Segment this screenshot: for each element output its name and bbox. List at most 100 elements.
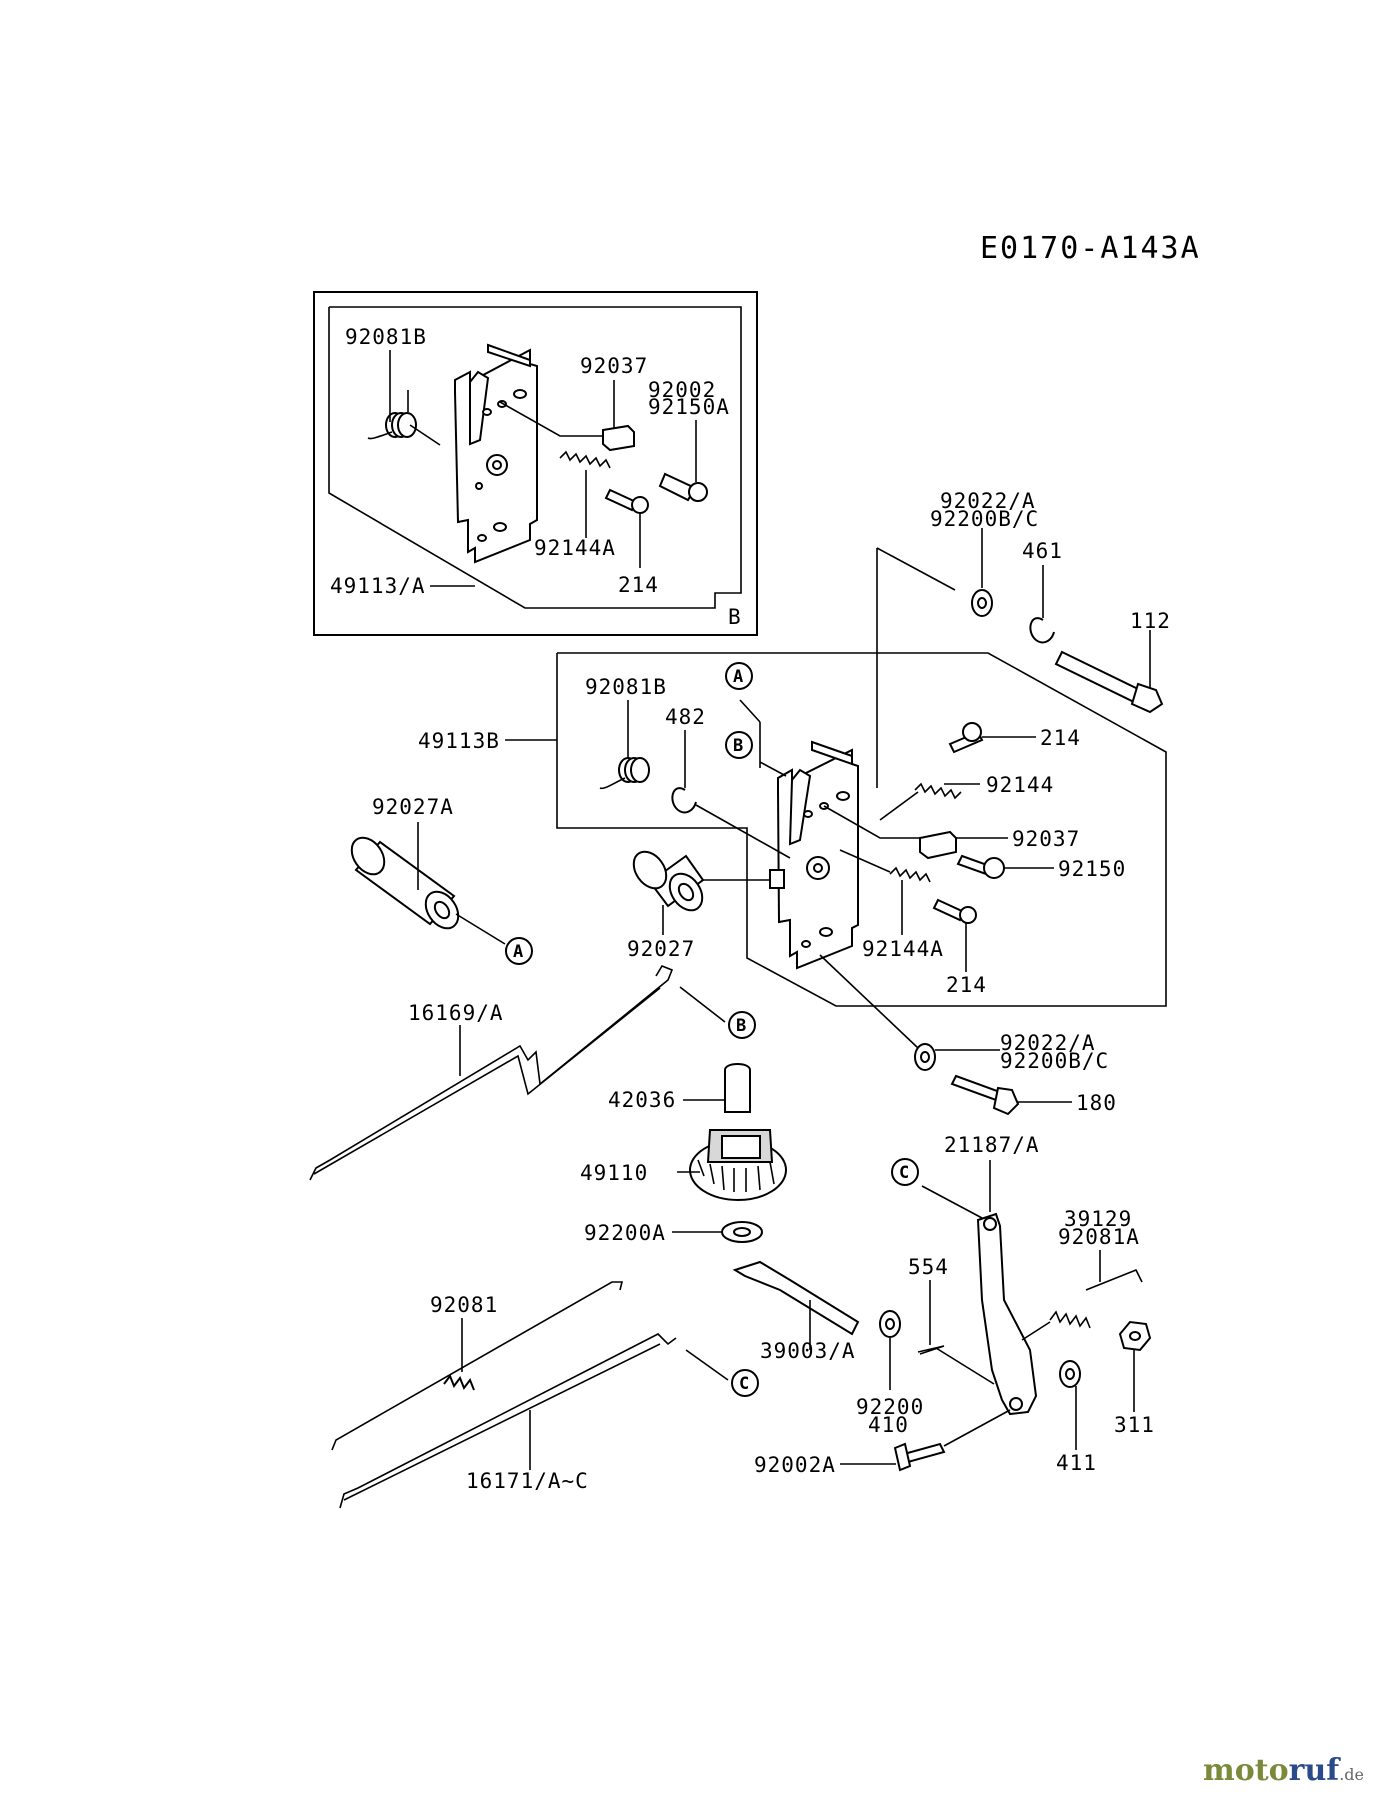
- leader-callout-a2: [739, 699, 761, 723]
- label-482: 482: [665, 705, 706, 729]
- svg-text:C: C: [899, 1163, 909, 1183]
- screw-214-low: [932, 898, 977, 972]
- washer-411: [1059, 1360, 1081, 1450]
- label-92027A: 92027A: [372, 795, 454, 819]
- inset-bolt-92150A: [658, 420, 708, 502]
- label-92081: 92081: [430, 1293, 498, 1317]
- svg-text:A: A: [733, 667, 743, 687]
- callout-a-lower: A: [505, 937, 533, 965]
- label-92081B-top: 92081B: [345, 325, 427, 349]
- pipe-92027A: [350, 822, 506, 945]
- svg-text:A: A: [513, 942, 523, 962]
- washer-92022A-top: [971, 528, 993, 617]
- callout-c-upper: C: [891, 1158, 919, 1186]
- rod-92081: [331, 1281, 624, 1451]
- label-16171: 16171/A~C: [466, 1469, 589, 1493]
- svg-text:C: C: [739, 1374, 749, 1394]
- inset-spring-92081B: [367, 350, 441, 446]
- pipe-92027: [632, 850, 770, 935]
- inset-box-tag: B: [728, 605, 742, 629]
- label-92037-top: 92037: [580, 354, 648, 378]
- leader-callout-b: [759, 761, 787, 777]
- label-554: 554: [908, 1255, 949, 1279]
- washer-92022A-low: [819, 954, 1000, 1071]
- spring-39129: [1021, 1250, 1143, 1341]
- label-42036: 42036: [608, 1088, 676, 1112]
- watermark-logo: motoruf.de: [1203, 1753, 1364, 1788]
- label-92037-mid: 92037: [1012, 827, 1080, 851]
- spring-92144A-mid: [839, 849, 931, 935]
- inset-box-b: [313, 291, 758, 636]
- bracket-92037-mid: [823, 805, 1008, 860]
- washer-92200-410: [879, 1310, 901, 1390]
- axis-line-washer: [876, 547, 956, 591]
- label-92150: 92150: [1058, 857, 1126, 881]
- label-92081A: 92081A: [1058, 1225, 1140, 1249]
- callout-b-lower: B: [728, 1011, 756, 1039]
- label-49110: 49110: [580, 1161, 648, 1185]
- callout-b-upper: B: [725, 731, 753, 759]
- label-39129: 39129: [1064, 1207, 1132, 1231]
- diagram-code: E0170-A143A: [980, 231, 1201, 266]
- label-92002-top: 92002: [648, 378, 716, 402]
- label-411: 411: [1056, 1451, 1097, 1475]
- rod-16171: [339, 1333, 677, 1509]
- label-92144A-mid: 92144A: [862, 937, 944, 961]
- label-92200A: 92200A: [584, 1221, 666, 1245]
- main-assembly-frame: [556, 652, 1167, 1007]
- callout-a-upper: A: [725, 662, 753, 690]
- label-39003A: 39003/A: [760, 1339, 856, 1363]
- bolt-92150: [956, 854, 1054, 879]
- pin-42036: [683, 1063, 751, 1113]
- clip-482: [671, 730, 791, 859]
- label-92002A: 92002A: [754, 1453, 836, 1477]
- inset-inner-frame: [328, 306, 742, 609]
- leader-callout-c-low: [685, 1349, 729, 1381]
- shaft-39003A: [732, 1260, 860, 1350]
- spring-554: [917, 1280, 995, 1385]
- label-92144A-top: 92144A: [534, 536, 616, 560]
- spring-92081B-mid: [599, 700, 650, 790]
- label-21187A: 21187/A: [944, 1133, 1040, 1157]
- inset-control-plate: [454, 343, 538, 564]
- svg-text:B: B: [736, 1016, 746, 1036]
- inset-screw-214: [604, 488, 649, 568]
- inset-bracket-92037: [499, 380, 635, 452]
- label-461: 461: [1022, 539, 1063, 563]
- inset-spring-92144A: [559, 450, 611, 538]
- label-92022A-low: 92022/A: [1000, 1031, 1096, 1055]
- spring-92144: [879, 782, 980, 821]
- label-49113B: 49113B: [418, 729, 500, 753]
- label-92200: 92200: [856, 1395, 924, 1419]
- label-16169A: 16169/A: [408, 1001, 504, 1025]
- label-92200BC-low: 92200B/C: [1000, 1049, 1109, 1073]
- label-214-low: 214: [946, 973, 987, 997]
- svg-text:B: B: [733, 736, 743, 756]
- label-92200BC-top: 92200B/C: [930, 507, 1039, 531]
- label-92027: 92027: [627, 937, 695, 961]
- washer-92200A: [672, 1221, 763, 1243]
- clip-461: [1029, 565, 1055, 644]
- label-92150A: 92150A: [648, 395, 730, 419]
- label-112: 112: [1130, 609, 1171, 633]
- bolt-92002A: [840, 1409, 1011, 1472]
- label-92081B-mid: 92081B: [585, 675, 667, 699]
- label-311: 311: [1114, 1413, 1155, 1437]
- lever-21187A: [921, 1160, 1038, 1416]
- label-214-top: 214: [618, 573, 659, 597]
- leader-callout-b-low: [679, 986, 726, 1023]
- label-92144: 92144: [986, 773, 1054, 797]
- bolt-180: [950, 1074, 1072, 1116]
- screw-214-mid: [948, 722, 1036, 754]
- label-92022A-top: 92022/A: [940, 489, 1036, 513]
- nut-311: [1118, 1320, 1152, 1412]
- label-180: 180: [1076, 1091, 1117, 1115]
- label-410: 410: [868, 1413, 909, 1437]
- gear-49110: [677, 1129, 787, 1201]
- label-49113A: 49113/A: [330, 574, 426, 598]
- bolt-112: [1054, 630, 1164, 714]
- label-214-mid: 214: [1040, 726, 1081, 750]
- control-plate-main: [769, 740, 859, 970]
- rod-16169A: [309, 965, 674, 1181]
